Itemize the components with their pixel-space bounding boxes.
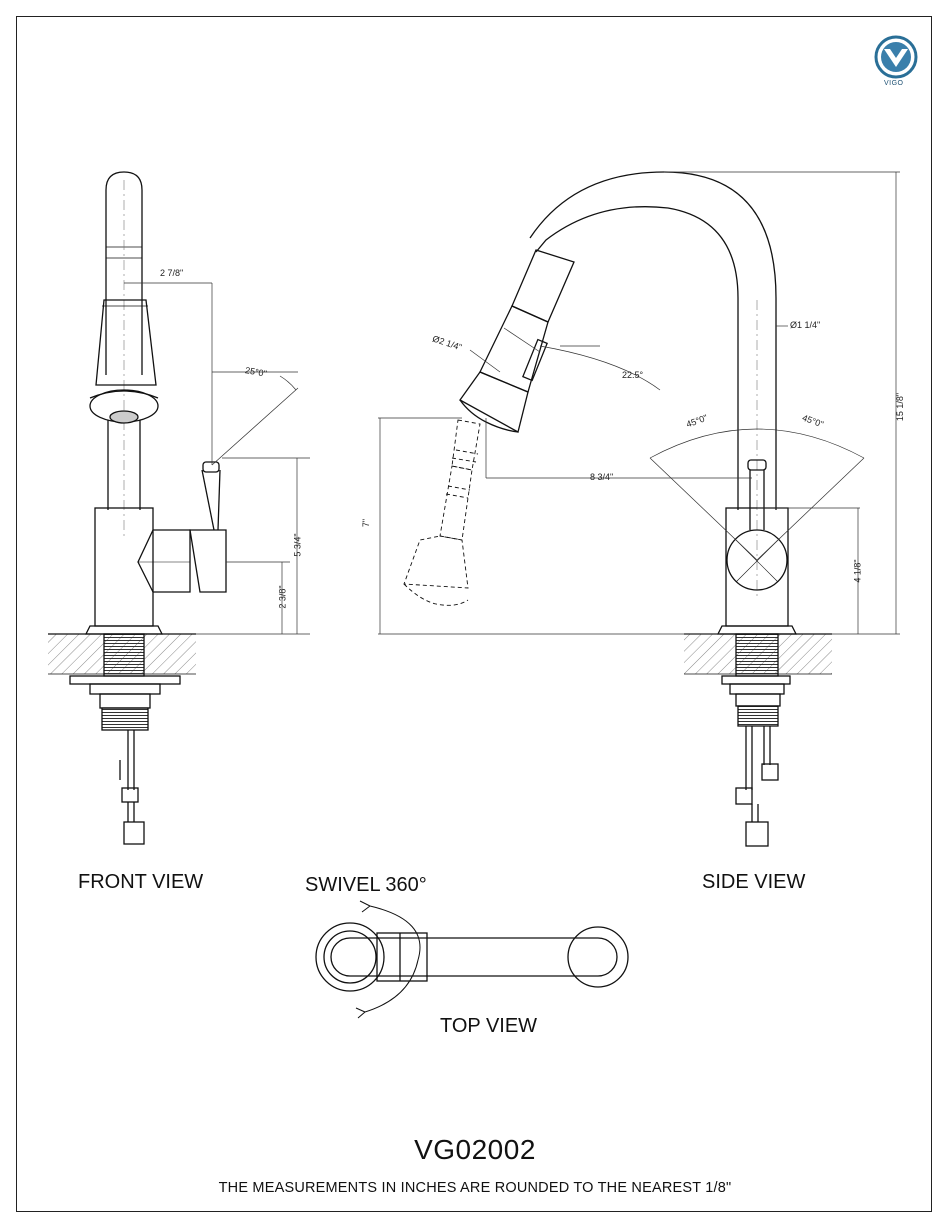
side-view-dimensions: [378, 172, 900, 634]
dim-front-reach: 2 7/8": [160, 268, 183, 278]
dim-total-height: 15 1/8": [895, 393, 905, 421]
dim-front-base-height: 2 3/8": [278, 585, 288, 608]
logo-text: VIGO: [884, 80, 904, 87]
top-view-drawing: [316, 901, 628, 1018]
measurement-note: THE MEASUREMENTS IN INCHES ARE ROUNDED T…: [0, 1180, 950, 1196]
front-view-dimensions: [124, 283, 310, 634]
front-view-title: FRONT VIEW: [78, 871, 203, 894]
top-view-title: TOP VIEW: [440, 1015, 537, 1038]
vigo-logo: [876, 37, 916, 77]
swivel-title: SWIVEL 360°: [305, 874, 427, 897]
dim-body-height: 4 1/8": [853, 559, 863, 582]
side-view-drawing: [404, 172, 832, 846]
model-number: VG02002: [0, 1134, 950, 1166]
dim-spray-height: 7": [361, 519, 371, 527]
side-view-title: SIDE VIEW: [702, 871, 805, 894]
dim-front-handle-height: 5 3/4": [293, 533, 303, 556]
dim-side-reach: 8 3/4": [590, 472, 613, 482]
dim-spout-diameter: Ø1 1/4": [790, 320, 820, 330]
front-view-drawing: [48, 172, 226, 844]
dim-spray-angle: 22.5°: [622, 370, 643, 380]
